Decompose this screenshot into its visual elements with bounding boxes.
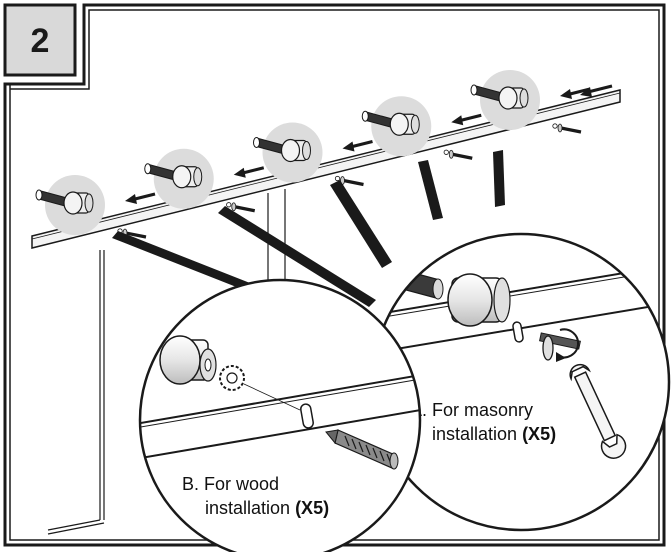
- detail-masonry: A. For masonry installation (X5): [371, 232, 671, 532]
- detail-wood: B. For wood installation (X5): [138, 278, 422, 552]
- callout-wood-qty: (X5): [295, 498, 329, 518]
- rail-bolt-icon: [539, 328, 581, 362]
- callout-masonry-line1: A. For masonry: [410, 400, 533, 420]
- callout-masonry-line2: installation: [432, 424, 522, 444]
- wall-anchor-icon: [447, 273, 511, 327]
- wall-anchor-icon: [144, 148, 265, 213]
- step-number: 2: [31, 22, 50, 60]
- anchors: [35, 70, 613, 239]
- wall-anchor-icon: [470, 70, 591, 134]
- step-number-badge: 2: [3, 3, 77, 77]
- wrench-icon: [569, 363, 627, 459]
- callout-wood: B. For wood installation (X5): [182, 474, 329, 518]
- wood-screw-icon: [325, 429, 399, 470]
- callout-masonry: A. For masonry installation (X5): [410, 400, 556, 444]
- wall-anchor-icon: [253, 122, 373, 187]
- lock-washer-icon: [219, 365, 245, 391]
- wall-anchor-icon: [361, 96, 482, 160]
- callout-wood-line1: B. For wood: [182, 474, 279, 494]
- detail-leaders: [112, 150, 505, 307]
- callout-masonry-qty: (X5): [522, 424, 556, 444]
- frame: [3, 3, 666, 547]
- callout-wood-line2: installation: [205, 498, 295, 518]
- wall-anchor-icon: [159, 335, 217, 385]
- arrow-icon: [580, 84, 613, 97]
